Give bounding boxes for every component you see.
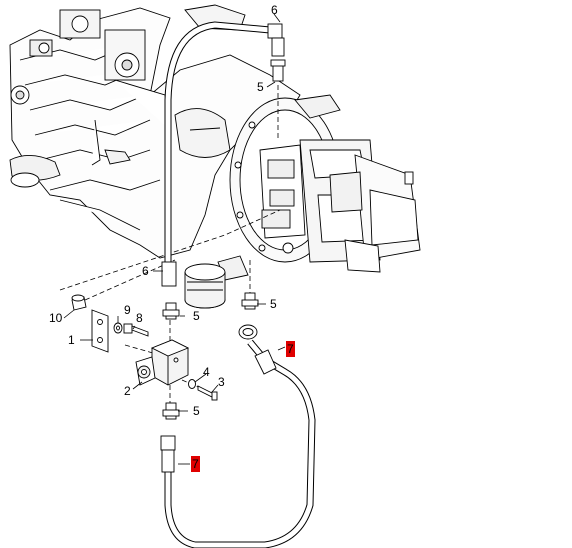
- callout-7-lower: 7: [192, 457, 199, 471]
- washer-4: [188, 379, 196, 389]
- hydraulic-pump-assembly: [217, 94, 421, 281]
- callout-6-top: 6: [271, 3, 278, 17]
- hose-upper: [161, 21, 285, 287]
- callout-5-mid-right: 5: [270, 297, 277, 311]
- callout-2: 2: [124, 384, 131, 398]
- callout-6-left: 6: [142, 264, 149, 278]
- bolt-3: [197, 385, 218, 401]
- callout-7-upper: 7: [287, 342, 294, 356]
- fittings: [162, 59, 286, 420]
- callout-5-top: 5: [257, 80, 264, 94]
- engine-block: [9, 4, 301, 259]
- callout-10: 10: [49, 311, 63, 325]
- filter-canister: [184, 263, 226, 309]
- callout-9: 9: [124, 303, 131, 317]
- callout-5-bottom: 5: [193, 404, 200, 418]
- callout-4: 4: [203, 365, 210, 379]
- bolt-8: [123, 323, 149, 337]
- solenoid-valve: [135, 339, 190, 386]
- callout-3: 3: [218, 375, 225, 389]
- washer-9: [113, 322, 123, 334]
- callout-5-mid-left: 5: [193, 309, 200, 323]
- spacer-10: [71, 294, 87, 311]
- highlight-marker-7-lower: [191, 456, 200, 472]
- hose-7: [160, 324, 316, 548]
- bracket: [91, 309, 109, 353]
- callout-8: 8: [136, 311, 143, 325]
- callout-leaders: [63, 13, 286, 465]
- callout-1: 1: [68, 333, 75, 347]
- highlight-marker-7-upper: [286, 341, 295, 357]
